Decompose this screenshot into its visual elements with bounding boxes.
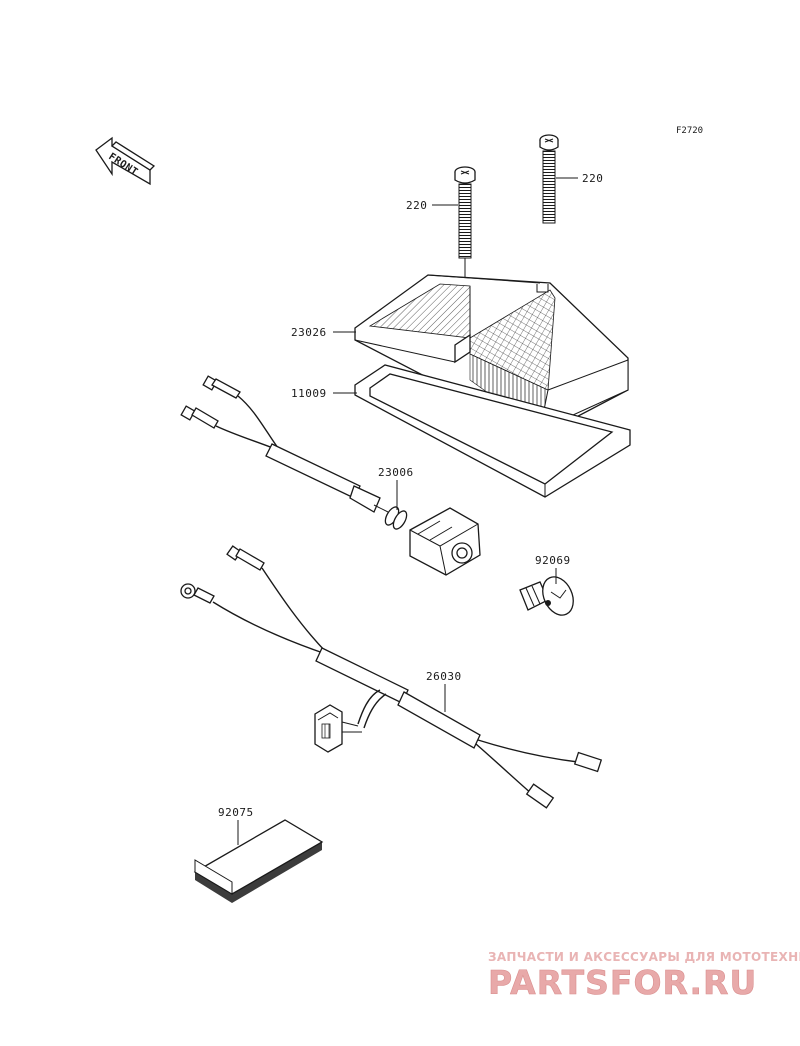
callout-harness: 26030 (426, 670, 462, 683)
bolt-right (539, 134, 559, 224)
callout-pad: 92075 (218, 806, 254, 819)
adhesive-pad (193, 819, 324, 903)
figure-code: F2720 (676, 126, 703, 136)
callout-lens: 23026 (291, 326, 327, 339)
front-direction-arrow: FRONT (95, 136, 156, 186)
wiring-harness (180, 545, 603, 809)
watermark-tagline: ЗАПЧАСТИ И АКСЕССУАРЫ ДЛЯ МОТОТЕХНИКИ (488, 950, 800, 964)
lens-gasket (354, 364, 631, 498)
watermark-brand: PARTSFOR.RU (488, 963, 757, 1002)
callout-socket: 23006 (378, 466, 414, 479)
bulb-socket-assembly (180, 375, 481, 576)
callout-bolt-left: 220 (406, 199, 427, 212)
callout-bulb: 92069 (535, 554, 571, 567)
watermark: ЗАПЧАСТИ И АКСЕССУАРЫ ДЛЯ МОТОТЕХНИКИ PA… (488, 950, 800, 1002)
bulb (519, 576, 574, 616)
callout-gasket: 11009 (291, 387, 327, 400)
taillight-lens (354, 274, 629, 437)
callout-bolt-right: 220 (582, 172, 603, 185)
